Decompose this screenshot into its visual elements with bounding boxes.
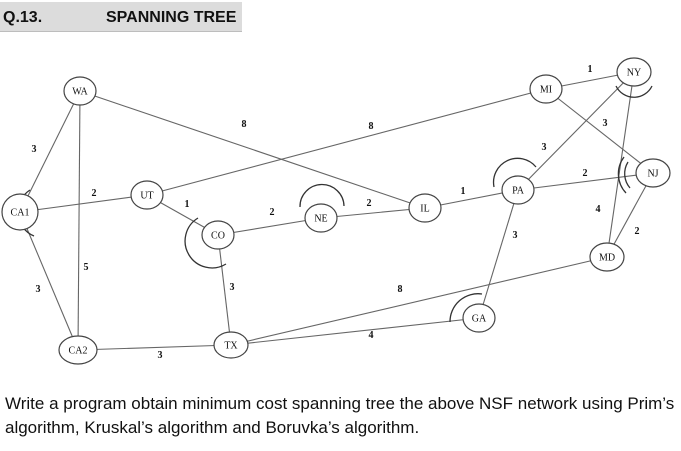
node-circle-ny xyxy=(616,57,652,87)
node-label-ne: NE xyxy=(314,214,327,225)
arc-pa xyxy=(492,157,537,188)
edge-pa-ga xyxy=(478,189,519,319)
arc-ne xyxy=(299,183,345,208)
node-md: MD xyxy=(589,242,625,272)
node-circle-ga xyxy=(462,303,496,333)
node-label-md: MD xyxy=(599,253,615,264)
edge-pa-ny xyxy=(517,71,635,191)
edge-weight-tx-md: 8 xyxy=(398,284,403,295)
node-circle-nj xyxy=(635,158,671,188)
node-circle-il xyxy=(408,193,442,223)
arc-nj-1 xyxy=(624,161,631,189)
arc-ny xyxy=(615,85,653,98)
question-number: Q.13. xyxy=(3,9,43,26)
edge-pa-nj xyxy=(517,172,654,191)
node-label-nj: NJ xyxy=(647,169,658,180)
node-label-tx: TX xyxy=(224,341,238,352)
node-label-il: IL xyxy=(420,204,429,215)
edge-weight-ny-md: 4 xyxy=(596,204,601,215)
node-circle-ca2 xyxy=(58,335,98,365)
node-label-ny: NY xyxy=(627,68,641,79)
node-circle-ca1 xyxy=(1,193,39,231)
arc-nj-2 xyxy=(617,156,627,194)
node-label-co: CO xyxy=(211,231,225,242)
edge-co-tx xyxy=(217,234,232,346)
edge-ne-il xyxy=(320,207,426,219)
arc-ga xyxy=(449,293,483,323)
node-circle-pa xyxy=(501,175,535,205)
edge-weight-ut-co: 1 xyxy=(185,199,190,210)
edge-ca2-tx xyxy=(77,344,232,351)
edge-weight-pa-ga: 3 xyxy=(513,230,518,241)
edge-ut-mi xyxy=(146,88,547,196)
node-ny: NY xyxy=(616,57,652,87)
weights-layer: 3 5 8 2 3 3 1 8 2 3 2 1 4 8 3 3 2 1 3 4 2 xyxy=(32,64,640,361)
edge-weight-wa-il: 8 xyxy=(242,119,247,130)
edge-weight-nj-md: 2 xyxy=(635,226,640,237)
node-label-mi: MI xyxy=(540,85,552,96)
node-circle-mi xyxy=(529,74,563,104)
node-wa: WA xyxy=(63,76,97,106)
node-ca2: CA2 xyxy=(58,335,98,365)
edge-weight-ca1-ca2: 3 xyxy=(36,284,41,295)
node-il: IL xyxy=(408,193,442,223)
node-nj: NJ xyxy=(635,158,671,188)
edge-wa-ca1 xyxy=(19,90,81,213)
node-ga: GA xyxy=(462,303,496,333)
edge-tx-md xyxy=(230,256,608,346)
edge-weight-co-tx: 3 xyxy=(230,282,235,293)
edge-weight-wa-ca2: 5 xyxy=(84,262,89,273)
node-circle-ne xyxy=(304,203,338,233)
arcs-layer xyxy=(17,85,653,323)
edge-weight-tx-ga: 4 xyxy=(369,330,374,341)
node-circle-ut xyxy=(130,180,164,210)
edge-tx-ga xyxy=(230,317,480,346)
edge-weight-ut-mi: 8 xyxy=(369,121,374,132)
arc-co xyxy=(184,217,227,269)
node-circle-tx xyxy=(213,331,249,359)
node-tx: TX xyxy=(213,331,249,359)
node-circle-md xyxy=(589,242,625,272)
node-ca1: CA1 xyxy=(1,193,39,231)
edge-weight-ca2-tx: 3 xyxy=(158,350,163,361)
node-label-wa: WA xyxy=(72,87,88,98)
edge-weight-pa-nj: 2 xyxy=(583,168,588,179)
question-title: SPANNING TREE xyxy=(106,9,237,26)
question-header: Q.13. SPANNING TREE xyxy=(0,2,242,32)
node-circle-co xyxy=(201,220,235,250)
edge-weight-ca1-ut: 2 xyxy=(92,188,97,199)
node-label-ga: GA xyxy=(472,314,487,325)
node-label-pa: PA xyxy=(512,186,525,197)
edges-layer xyxy=(19,71,654,351)
node-label-ut: UT xyxy=(140,191,153,202)
edge-co-ne xyxy=(217,217,322,236)
edge-wa-il xyxy=(79,90,426,209)
edge-weight-wa-ca1: 3 xyxy=(32,144,37,155)
node-ne: NE xyxy=(304,203,338,233)
node-label-ca2: CA2 xyxy=(69,346,88,357)
edge-weight-mi-nj: 3 xyxy=(603,118,608,129)
node-pa: PA xyxy=(501,175,535,205)
node-ut: UT xyxy=(130,180,164,210)
edge-weight-co-ne: 2 xyxy=(270,207,275,218)
edge-weight-il-pa: 1 xyxy=(461,186,466,197)
question-description: Write a program obtain minimum cost span… xyxy=(5,394,675,437)
edge-weight-mi-ny: 1 xyxy=(588,64,593,75)
node-co: CO xyxy=(201,220,235,250)
edge-ca1-ut xyxy=(19,194,148,213)
edge-nj-md xyxy=(606,172,654,258)
node-circle-wa xyxy=(63,76,97,106)
node-mi: MI xyxy=(529,74,563,104)
edge-wa-ca2 xyxy=(77,90,81,351)
edge-mi-nj xyxy=(545,88,654,174)
edge-ca1-ca2 xyxy=(19,211,79,351)
edge-weight-pa-ny: 3 xyxy=(542,142,547,153)
edge-weight-ne-il: 2 xyxy=(367,198,372,209)
node-label-ca1: CA1 xyxy=(11,208,30,219)
